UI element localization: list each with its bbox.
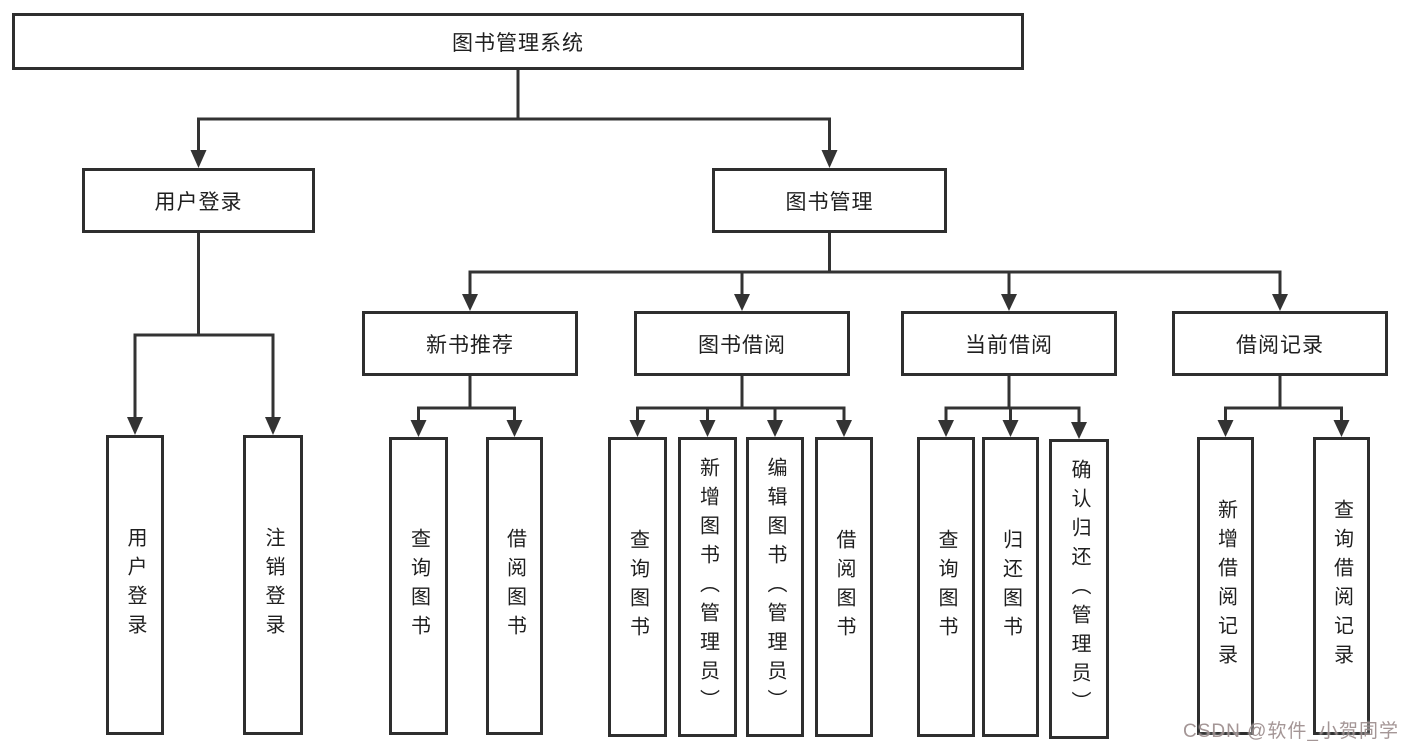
- arrowhead-recommend: [462, 294, 478, 311]
- arrowhead-a2: [265, 417, 281, 435]
- arrowhead-a1: [127, 417, 143, 435]
- arrowhead-c3: [767, 420, 783, 437]
- node-book-borrow: 图书借阅: [634, 311, 850, 376]
- node-book-management-label: 图书管理: [785, 190, 874, 214]
- leaf-recommend-borrow-books: 借阅图书: [486, 437, 543, 735]
- arrowhead-b2: [506, 420, 523, 437]
- node-current-borrow-label: 当前借阅: [965, 333, 1053, 357]
- leaf-return-books: 归还图书: [982, 437, 1039, 737]
- node-book-management: 图书管理: [712, 168, 947, 233]
- leaf-edit-books-admin: 编辑图书（管理员）: [746, 437, 804, 737]
- leaf-return-books-label: 归还图书: [999, 529, 1022, 645]
- leaf-confirm-return-admin-label: 确认归还（管理员）: [1068, 458, 1090, 720]
- leaf-user-login-label: 用户登录: [124, 527, 146, 643]
- leaf-add-books-admin: 新增图书（管理员）: [678, 437, 737, 737]
- leaf-recommend-borrow-books-label: 借阅图书: [503, 528, 526, 644]
- arrowhead-e2: [1333, 420, 1350, 437]
- node-current-borrow: 当前借阅: [901, 311, 1117, 376]
- leaf-query-borrow-record-label: 查询借阅记录: [1330, 499, 1353, 673]
- leaf-borrow-books-label: 借阅图书: [833, 529, 855, 645]
- leaf-user-login: 用户登录: [106, 435, 164, 735]
- node-user-login-label: 用户登录: [154, 190, 243, 214]
- leaf-recommend-query-books-label: 查询图书: [407, 528, 430, 644]
- arrowhead-login: [190, 150, 207, 168]
- arrowhead-current: [1001, 294, 1017, 311]
- csdn-watermark: CSDN @软件_小贺同学: [1183, 721, 1399, 742]
- node-new-book-recommend-label: 新书推荐: [426, 333, 514, 357]
- node-book-borrow-label: 图书借阅: [698, 333, 786, 357]
- arrowhead-c1: [629, 420, 646, 437]
- arrowheads: [127, 150, 1350, 439]
- leaf-query-borrow-record: 查询借阅记录: [1313, 437, 1370, 735]
- leaf-current-query-books: 查询图书: [917, 437, 975, 737]
- node-borrow-records-label: 借阅记录: [1236, 333, 1324, 357]
- leaf-borrow-query-books-label: 查询图书: [626, 529, 649, 645]
- node-library-system: 图书管理系统: [12, 13, 1024, 70]
- node-library-system-label: 图书管理系统: [452, 31, 584, 55]
- arrowhead-e1: [1217, 420, 1234, 437]
- leaf-logout-login-label: 注销登录: [262, 527, 284, 643]
- leaf-recommend-query-books: 查询图书: [389, 437, 448, 735]
- leaf-borrow-query-books: 查询图书: [608, 437, 667, 737]
- arrowhead-d1: [938, 420, 954, 437]
- leaf-confirm-return-admin: 确认归还（管理员）: [1049, 439, 1109, 739]
- arrowhead-d2: [1002, 420, 1019, 437]
- arrowhead-d3: [1071, 422, 1087, 439]
- arrowhead-mgmt: [821, 150, 838, 168]
- leaf-add-borrow-record: 新增借阅记录: [1197, 437, 1254, 735]
- arrowhead-c2: [699, 420, 716, 437]
- leaf-borrow-books: 借阅图书: [815, 437, 873, 737]
- arrowhead-records: [1272, 294, 1288, 311]
- leaf-current-query-books-label: 查询图书: [935, 529, 957, 645]
- node-user-login: 用户登录: [82, 168, 315, 233]
- node-borrow-records: 借阅记录: [1172, 311, 1388, 376]
- arrowhead-c4: [836, 420, 852, 437]
- arrowhead-borrow: [734, 294, 750, 311]
- arrowhead-b1: [410, 420, 427, 437]
- leaf-logout-login: 注销登录: [243, 435, 303, 735]
- leaf-edit-books-admin-label: 编辑图书（管理员）: [764, 456, 786, 718]
- node-new-book-recommend: 新书推荐: [362, 311, 578, 376]
- leaf-add-books-admin-label: 新增图书（管理员）: [696, 456, 719, 718]
- leaf-add-borrow-record-label: 新增借阅记录: [1214, 499, 1237, 673]
